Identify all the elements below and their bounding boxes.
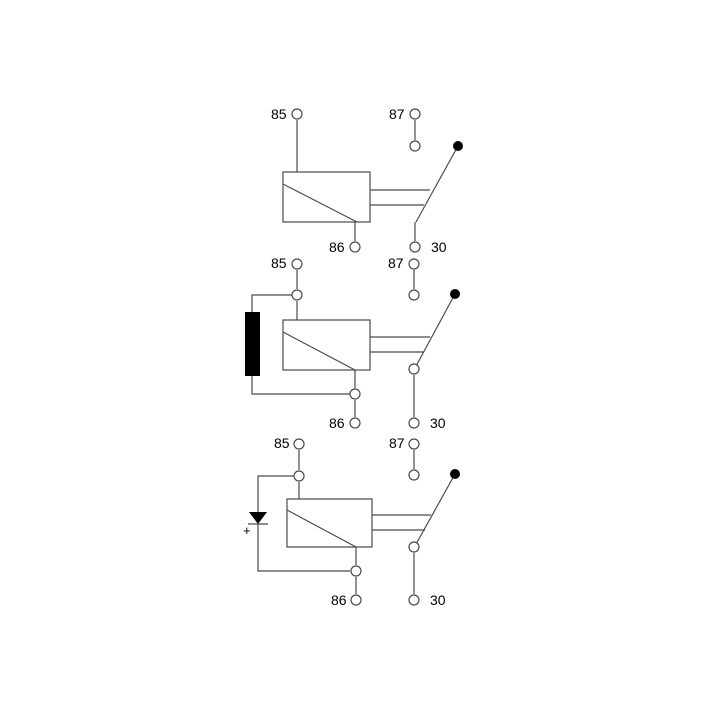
terminal-86 (349, 417, 361, 429)
switch-contact-dot (450, 289, 460, 299)
terminal-87-top (408, 258, 420, 270)
switch-contact-dot (450, 469, 460, 479)
coil-box (282, 319, 371, 371)
terminal-85 (291, 258, 303, 270)
label-30: 30 (431, 239, 447, 255)
terminal-85 (291, 108, 303, 120)
terminal-87-contact (409, 140, 421, 152)
coil-box (286, 498, 373, 548)
coil-box (282, 171, 371, 223)
label-85: 85 (274, 435, 290, 451)
junction-85 (293, 470, 305, 482)
junction-86 (349, 388, 361, 400)
relay-resistor: 85 86 87 30 (245, 255, 460, 431)
diode (249, 512, 267, 524)
relay-diode: 85 + 86 87 30 (243, 435, 460, 608)
switch-contact-dot (453, 141, 463, 151)
terminal-86 (350, 594, 362, 606)
label-85: 85 (271, 106, 287, 122)
terminal-87-top (409, 108, 421, 120)
switch-arm (415, 145, 459, 223)
coil-diagonal (282, 183, 358, 223)
terminal-87-contact (408, 469, 420, 481)
junction-86 (350, 565, 362, 577)
diode-polarity-mark: + (243, 523, 251, 538)
terminal-85 (293, 438, 305, 450)
label-87: 87 (389, 106, 405, 122)
relay-plain: 85 86 87 30 (271, 106, 463, 255)
coil-diagonal (282, 331, 356, 371)
terminal-87-contact (408, 289, 420, 301)
label-87: 87 (388, 255, 404, 271)
terminal-30 (409, 241, 421, 253)
switch-arm (414, 293, 456, 369)
terminal-30 (408, 417, 420, 429)
junction-85 (291, 289, 303, 301)
resistor (245, 312, 260, 376)
switch-arm (414, 473, 456, 547)
coil-diagonal (286, 509, 357, 548)
label-86: 86 (329, 239, 345, 255)
label-30: 30 (430, 592, 446, 608)
terminal-87-top (408, 438, 420, 450)
label-86: 86 (331, 592, 347, 608)
label-87: 87 (389, 435, 405, 451)
label-85: 85 (271, 255, 287, 271)
terminal-30-contact (408, 363, 420, 375)
terminal-30 (408, 594, 420, 606)
terminal-86 (349, 241, 361, 253)
terminal-30-contact (408, 541, 420, 553)
label-86: 86 (329, 415, 345, 431)
label-30: 30 (430, 415, 446, 431)
